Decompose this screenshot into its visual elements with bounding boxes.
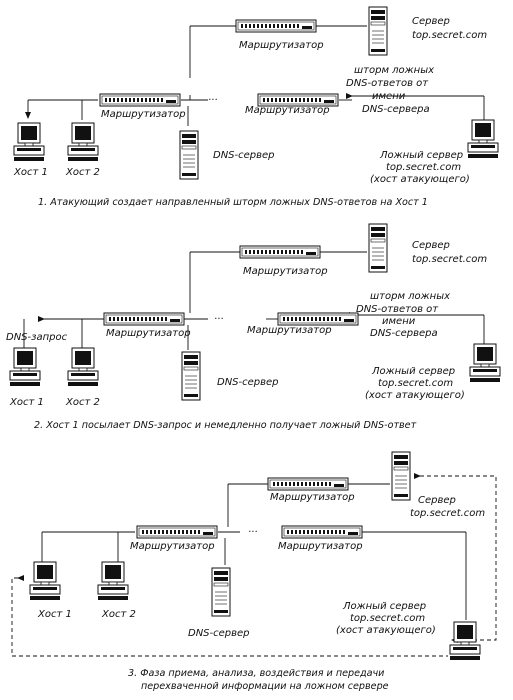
server-icon [368,6,388,56]
storm-label: имени [372,91,406,102]
dns-server-label: DNS-сервер [213,150,275,161]
caption-1: 1. Атакующий создает направленный шторм … [38,197,428,208]
storm-label: шторм ложных [354,65,434,76]
router-label: Маршрутизатор [106,328,191,339]
host2-label: Хост 2 [101,609,136,620]
host1-pc-icon [29,561,61,601]
fake-server-label: Ложный сервер [379,150,463,161]
storm-label: имени [382,316,416,327]
host2-label: Хост 2 [65,397,100,408]
host1-label: Хост 1 [13,167,48,178]
fake-server-note: (хост атакующего) [365,390,465,401]
router-left-icon [99,93,181,107]
router-top-icon [267,477,349,491]
host1-pc-icon [13,122,45,162]
router-left-icon [103,312,185,326]
fake-server-domain: top.secret.com [386,162,461,173]
server-icon [368,223,388,273]
host2-pc-icon [97,561,129,601]
host2-pc-icon [67,347,99,387]
router-label: Маршрутизатор [247,325,332,336]
attacker-pc-icon [467,119,499,159]
router-right-icon [277,312,359,326]
panel-1 [25,25,485,126]
router-label: Маршрутизатор [278,541,363,552]
server-label: Сервер [418,495,456,506]
server-label: Сервер [412,16,450,27]
attacker-pc-icon [449,621,481,661]
host1-pc-icon [9,347,41,387]
host1-label: Хост 1 [37,609,72,620]
dns-server-icon [179,130,199,180]
server-domain: top.secret.com [412,254,487,265]
host1-label: Хост 1 [9,397,44,408]
router-label: Маршрутизатор [101,109,186,120]
server-domain: top.secret.com [412,30,487,41]
fake-server-label: Ложный сервер [371,366,455,377]
router-label: Маршрутизатор [270,492,355,503]
storm-label: DNS-сервера [362,104,430,115]
router-top-icon [239,245,321,259]
storm-label: DNS-сервера [370,328,438,339]
storm-label: DNS-ответов от [346,78,429,89]
router-label: Маршрутизатор [239,40,324,51]
router-left-icon [136,525,218,539]
router-right-icon [281,525,363,539]
caption-2: 2. Хост 1 посылает DNS-запрос и немедлен… [34,420,417,431]
storm-label: DNS-ответов от [356,304,439,315]
router-label: Маршрутизатор [245,105,330,116]
fake-server-domain: top.secret.com [378,378,453,389]
host2-pc-icon [67,122,99,162]
dns-server-label: DNS-сервер [217,377,279,388]
ellipsis: ··· [208,95,218,106]
fake-server-note: (хост атакующего) [336,625,436,636]
caption-3: перехваченной информации на ложном серве… [141,681,389,692]
fake-server-domain: top.secret.com [350,613,425,624]
ellipsis: ··· [248,527,258,538]
ellipsis: ··· [214,314,224,325]
host2-label: Хост 2 [65,167,100,178]
storm-label: шторм ложных [370,291,450,302]
server-domain: top.secret.com [410,508,485,519]
dns-server-icon [181,351,201,401]
fake-server-note: (хост атакующего) [370,174,470,185]
fake-server-label: Ложный сервер [342,601,426,612]
caption-3: 3. Фаза приема, анализа, воздействия и п… [128,668,384,679]
server-label: Сервер [412,240,450,251]
dns-request-label: DNS-запрос [6,332,68,343]
router-label: Маршрутизатор [130,541,215,552]
router-top-icon [235,19,317,33]
server-icon [391,451,411,501]
router-label: Маршрутизатор [243,266,328,277]
dns-server-label: DNS-сервер [188,628,250,639]
attacker-pc-icon [469,343,501,383]
dns-server-icon [211,567,231,617]
